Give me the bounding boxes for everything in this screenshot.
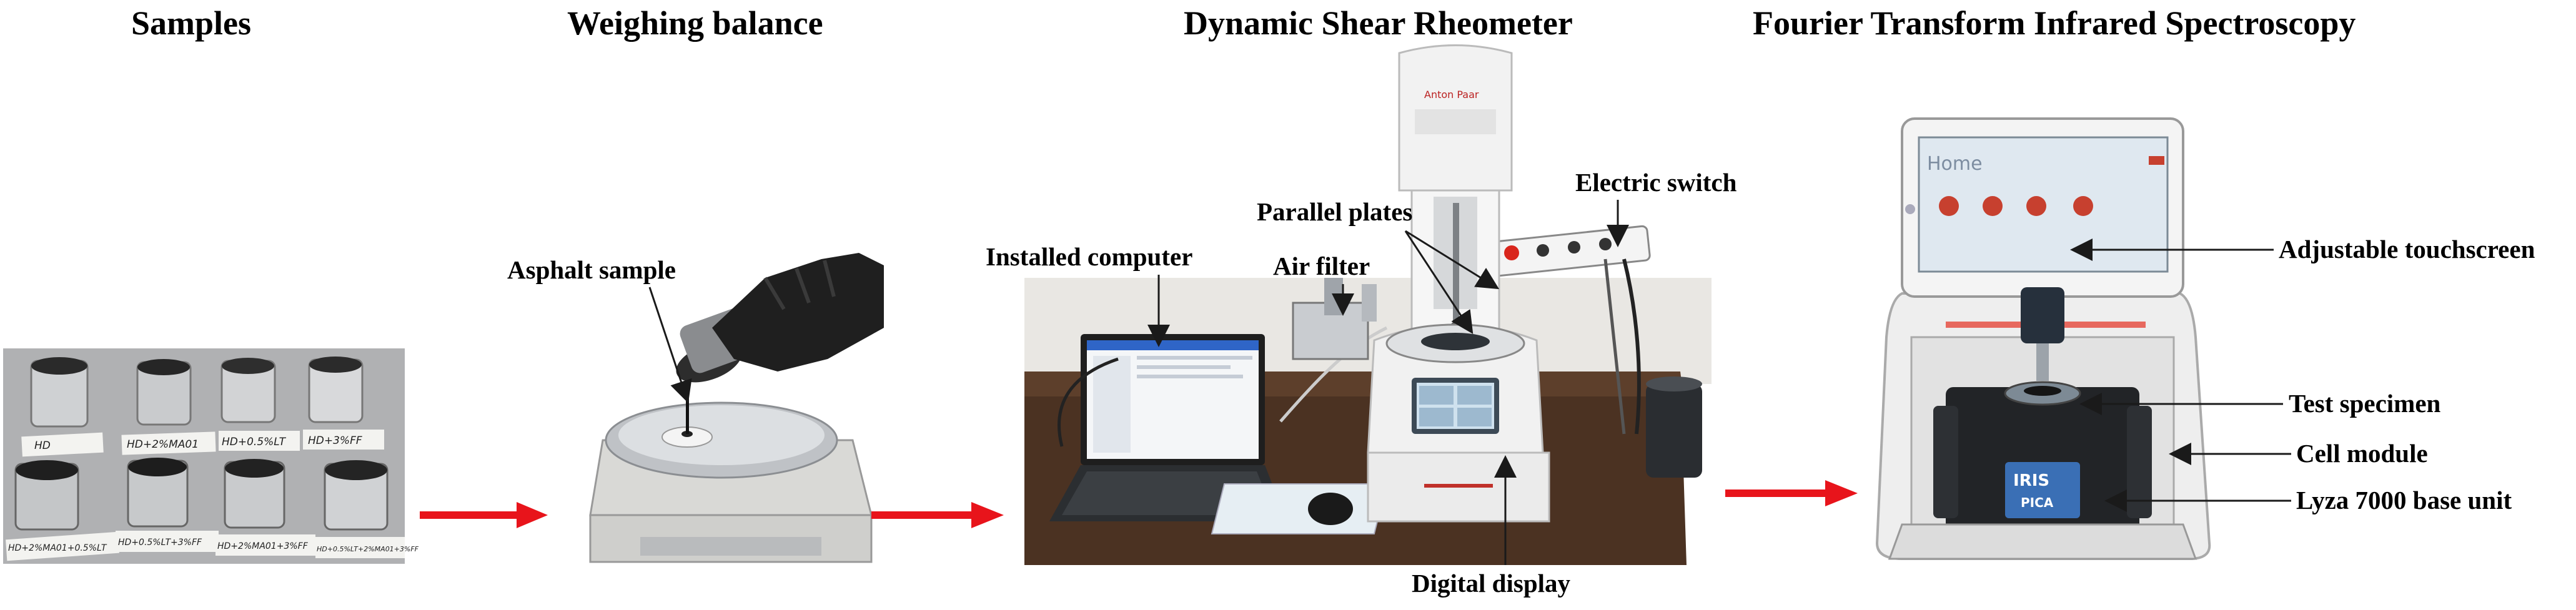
right-arrow-icon xyxy=(871,502,1004,528)
sample-tag: HD+0.5%LT xyxy=(222,436,287,448)
sample-can xyxy=(308,357,364,423)
label-adjustable-touchscreen: Adjustable touchscreen xyxy=(2279,235,2535,263)
label-lyza-7000-base-unit: Lyza 7000 base unit xyxy=(2296,486,2512,514)
label-parallel-plates: Parallel plates xyxy=(1257,197,1413,226)
mouse-icon xyxy=(1308,493,1353,525)
sample-can xyxy=(324,460,389,531)
sample-tag: HD+2%MA01 xyxy=(127,438,199,451)
label-cell-module: Cell module xyxy=(2296,439,2428,468)
sample-tag: HD+2%MA01+0.5%LT xyxy=(8,543,107,553)
right-arrow-icon xyxy=(420,502,548,528)
right-arrow-icon xyxy=(1725,480,1858,506)
balance-photo xyxy=(578,253,884,563)
title-weighing-balance: Weighing balance xyxy=(567,4,823,42)
ftir-photo: Home IRIS PICA xyxy=(1865,112,2221,565)
title-ftir: Fourier Transform Infrared Spectroscopy xyxy=(1753,4,2356,42)
sample-can xyxy=(127,458,189,528)
leader-parallel-plates-upper xyxy=(1405,230,1500,290)
leader-asphalt-sample xyxy=(648,287,692,403)
sample-tag: HD+0.5%LT+3%FF xyxy=(118,538,202,548)
leader-parallel-plates-lower xyxy=(1404,230,1474,335)
badge-text-bottom: PICA xyxy=(2021,495,2054,510)
sample-can xyxy=(224,459,285,529)
badge-text-top: IRIS xyxy=(2013,471,2049,490)
label-asphalt-sample: Asphalt sample xyxy=(507,255,676,284)
sample-tag: HD xyxy=(34,440,51,452)
samples-photo: HD HD+2%MA01 HD+0.5%LT HD+3%FF HD+2%MA01… xyxy=(3,348,419,564)
sample-can xyxy=(220,358,276,423)
label-installed-computer: Installed computer xyxy=(986,242,1193,271)
label-test-specimen: Test specimen xyxy=(2289,389,2441,418)
brand-logo: Anton Paar xyxy=(1424,89,1479,101)
label-electric-switch: Electric switch xyxy=(1575,168,1737,197)
title-samples: Samples xyxy=(131,4,252,42)
sample-tag: HD+0.5%LT+2%MA01+3%FF xyxy=(317,545,419,553)
sample-can xyxy=(30,357,89,428)
sample-tag: HD+2%MA01+3%FF xyxy=(217,541,309,551)
sample-tag: HD+3%FF xyxy=(308,435,362,447)
label-air-filter: Air filter xyxy=(1273,252,1370,280)
title-dynamic-shear-rheometer: Dynamic Shear Rheometer xyxy=(1184,4,1573,42)
screen-home-title: Home xyxy=(1927,153,1983,175)
dsr-photo: Anton Paar xyxy=(1024,44,1712,565)
label-digital-display: Digital display xyxy=(1412,569,1571,598)
sample-can xyxy=(14,460,79,531)
sample-can xyxy=(136,359,192,426)
